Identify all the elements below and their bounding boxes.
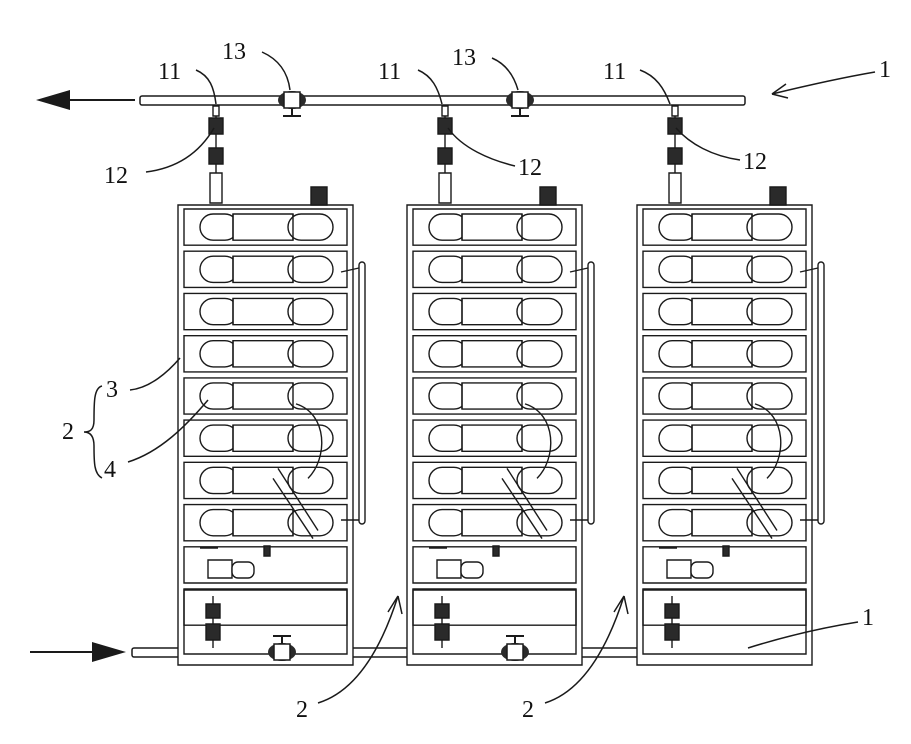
tank-row	[429, 214, 562, 240]
inlet-arrow	[30, 642, 126, 662]
label-12-right: 12	[743, 150, 767, 174]
label-12-left: 12	[104, 164, 128, 188]
tank-row	[200, 383, 333, 409]
label-11-left: 11	[158, 60, 181, 84]
tank-row	[200, 214, 333, 240]
label-1-top: 1	[879, 58, 891, 82]
label-13-left: 13	[222, 40, 246, 64]
outlet-arrow	[36, 90, 135, 110]
tank-row	[659, 298, 792, 324]
tank-row	[200, 425, 333, 451]
valve-11-12-column	[209, 105, 223, 173]
tank-row	[429, 425, 562, 451]
tank-row	[200, 256, 333, 282]
unit-right	[637, 105, 824, 665]
tank-row	[659, 341, 792, 367]
label-3: 3	[106, 378, 118, 402]
tank-row	[429, 341, 562, 367]
tank-row	[200, 341, 333, 367]
tank-row	[429, 256, 562, 282]
tank-row	[200, 298, 333, 324]
label-2-right: 2	[522, 698, 534, 722]
unit-left	[178, 105, 365, 665]
tank-row	[429, 383, 562, 409]
valve-13-left	[278, 91, 306, 116]
label-12-middle: 12	[518, 156, 542, 180]
label-2-brace: 2	[62, 420, 74, 444]
unit-middle	[407, 105, 594, 665]
tank-row	[659, 383, 792, 409]
tank-row	[659, 425, 792, 451]
label-4: 4	[104, 458, 116, 482]
valve-11-12-column	[438, 105, 452, 173]
top-fitting	[210, 173, 327, 205]
label-2-middle: 2	[296, 698, 308, 722]
label-11-right: 11	[603, 60, 626, 84]
top-fitting	[669, 173, 786, 205]
label-13-right: 13	[452, 46, 476, 70]
label-1-bottom: 1	[862, 606, 874, 630]
tank-row	[659, 256, 792, 282]
valve-11-12-column	[668, 105, 682, 173]
label-11-middle: 11	[378, 60, 401, 84]
valve-13-right	[506, 91, 534, 116]
tank-row	[659, 214, 792, 240]
tank-row	[429, 298, 562, 324]
